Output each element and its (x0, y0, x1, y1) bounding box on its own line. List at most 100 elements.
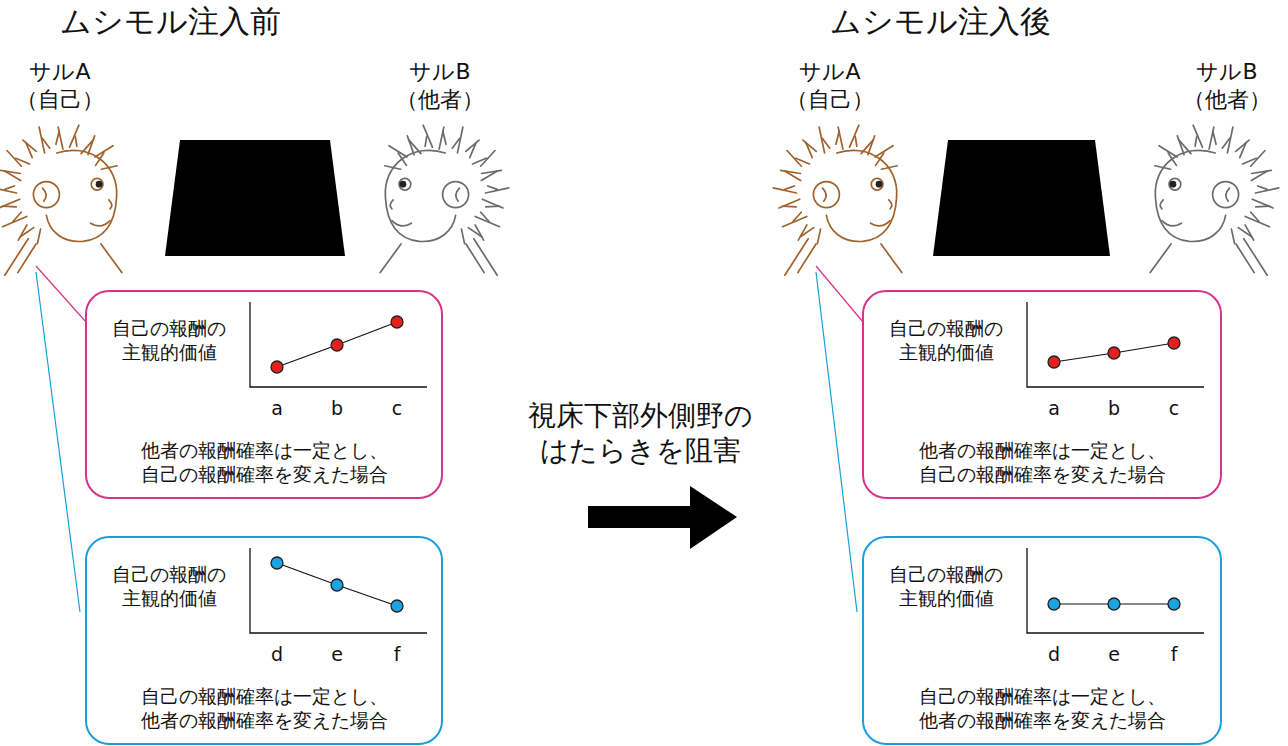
pupil (1170, 181, 1177, 188)
hair-stroke (461, 229, 464, 244)
caption-text: 自己の報酬確率は一定とし、 他者の報酬確率を変えた場合 (97, 684, 431, 733)
monkey-label: サルB （他者） (385, 58, 495, 113)
axis-label: 自己の報酬の 主観的価値 (872, 316, 1020, 365)
data-point (1108, 598, 1120, 610)
hair-stroke (481, 212, 489, 221)
hair-stroke (0, 199, 20, 208)
monkey-label: サルA （自己） (5, 58, 115, 113)
ear-inner (456, 188, 460, 201)
axis-label: 自己の報酬の 主観的価値 (95, 316, 243, 365)
hair-stroke (389, 146, 407, 157)
shoulder-stroke (1150, 239, 1267, 275)
hair-stroke (7, 151, 21, 167)
chart-axes (1027, 302, 1204, 387)
mouth (1162, 221, 1182, 226)
caption-text: 自己の報酬確率は一定とし、 他者の報酬確率を変えた場合 (874, 684, 1210, 733)
hair-stroke (817, 229, 820, 244)
hair-stroke (1159, 146, 1177, 157)
eye (1169, 178, 1181, 190)
monkey-label: サルB （他者） (1172, 58, 1282, 113)
hair-stroke (798, 225, 807, 240)
chart-axes (1027, 548, 1204, 633)
hair-stroke (1193, 125, 1202, 147)
hair-stroke (37, 229, 40, 244)
hair-stroke (787, 151, 801, 167)
hair-stroke (481, 151, 495, 167)
hair-stroke (838, 127, 843, 149)
data-point (1168, 598, 1180, 610)
hair-stroke (1209, 127, 1214, 149)
hair-stroke (1236, 140, 1249, 151)
tick-label: f (1159, 642, 1189, 666)
monkey-label: サルA （自己） (775, 58, 885, 113)
leader-line (816, 266, 863, 322)
pupil (876, 181, 883, 188)
hair-stroke (781, 170, 801, 173)
ear-inner (1226, 188, 1230, 201)
data-line (277, 322, 397, 367)
hair-stroke (407, 136, 414, 155)
ear (443, 182, 469, 208)
hair-stroke (1222, 138, 1229, 148)
hair-stroke (475, 216, 499, 226)
hair-stroke (1252, 170, 1272, 173)
hair-stroke (868, 136, 875, 155)
monkey (0, 125, 122, 275)
hair-stroke (70, 125, 79, 147)
data-point (391, 600, 403, 612)
ear-inner (43, 188, 47, 201)
hair-stroke (58, 127, 63, 149)
hair-stroke (16, 158, 30, 164)
data-point (271, 361, 283, 373)
tick-label: b (1099, 396, 1129, 420)
leader-line (816, 272, 857, 612)
data-point (331, 339, 343, 351)
hair-stroke (472, 158, 486, 164)
hair-stroke (782, 216, 806, 226)
data-line (1054, 343, 1174, 362)
hair-stroke (488, 186, 497, 189)
data-point (391, 316, 403, 328)
nose (889, 200, 892, 209)
hair-stroke (1251, 212, 1259, 221)
panel-title: ムシモル注入前 (20, 2, 320, 41)
monkey (1150, 125, 1279, 275)
nose (109, 200, 112, 209)
hair-stroke (423, 125, 432, 147)
ear-inner (823, 188, 827, 201)
hair-stroke (2, 216, 26, 226)
shoulder-stroke (380, 239, 497, 275)
face-outline (46, 150, 116, 241)
pupil (400, 181, 407, 188)
tick-label: b (322, 396, 352, 420)
mouth (91, 221, 111, 226)
hair-stroke (875, 146, 893, 157)
hair-stroke (75, 136, 77, 146)
mouth (392, 221, 412, 226)
data-point (331, 579, 343, 591)
panel-title: ムシモル注入後 (790, 2, 1090, 41)
hair-stroke (475, 225, 484, 240)
hair-stroke (850, 125, 859, 147)
nose (390, 200, 393, 209)
hair-stroke (1, 170, 21, 173)
monkey (380, 125, 509, 275)
face-outline (826, 150, 896, 241)
eye (871, 178, 883, 190)
hair-stroke (13, 212, 21, 221)
shoulder-stroke (785, 239, 902, 275)
hair-stroke (1245, 216, 1269, 226)
hair-stroke (1195, 136, 1197, 146)
caption-text: 他者の報酬確率は一定とし、 自己の報酬確率を変えた場合 (874, 438, 1210, 487)
tick-label: c (382, 396, 412, 420)
leader-line (36, 272, 80, 612)
tick-label: a (1039, 396, 1069, 420)
nose (1160, 200, 1163, 209)
hair-stroke (95, 146, 113, 157)
caption-text: 他者の報酬確率は一定とし、 自己の報酬確率を変えた場合 (97, 438, 431, 487)
hair-stroke (5, 186, 14, 189)
hair-stroke (482, 170, 502, 173)
block-arrow (588, 486, 737, 549)
tick-label: a (262, 396, 292, 420)
